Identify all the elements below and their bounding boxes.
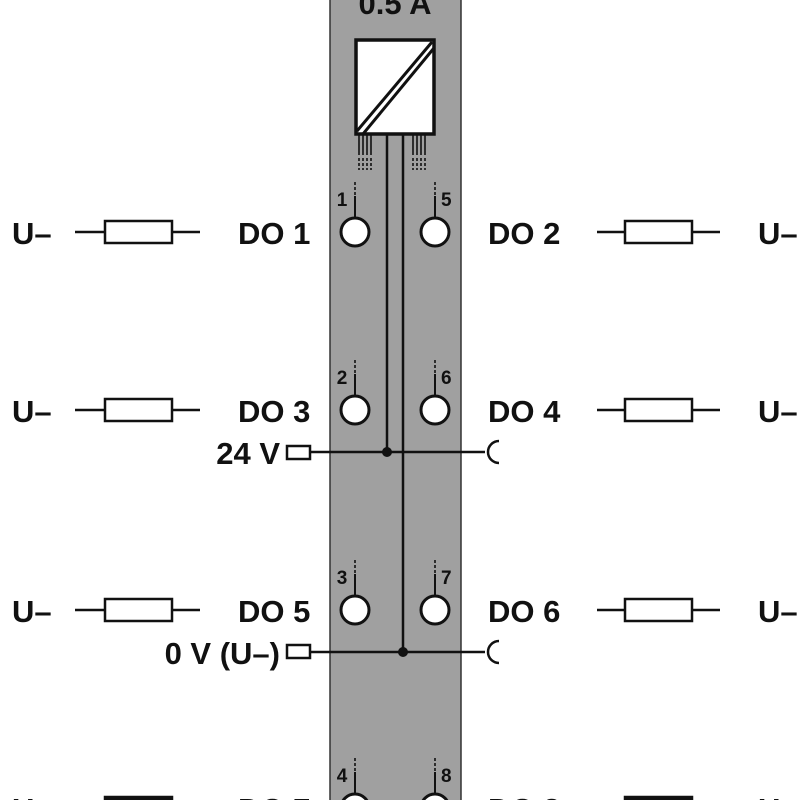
right-supply-label: U– <box>758 394 798 429</box>
optocoupler-icon <box>354 38 436 170</box>
left-terminal[interactable]: 4 <box>337 758 369 800</box>
left-load-resistor-icon <box>75 597 200 623</box>
left-supply-label: U– <box>12 792 52 800</box>
terminal-circle-icon <box>339 394 371 426</box>
supply-24v-label: 24 V <box>216 436 280 471</box>
left-load-resistor-icon <box>103 795 174 800</box>
jumper-0v-icon <box>486 639 500 665</box>
terminal-circle-icon <box>419 594 451 626</box>
pin-number: 2 <box>337 368 348 389</box>
terminal-circle-icon <box>339 216 371 248</box>
right-supply-label: U– <box>758 792 798 800</box>
left-output-label: DO 1 <box>238 216 310 251</box>
right-terminal[interactable]: 6 <box>419 360 452 426</box>
right-output-label: DO 2 <box>488 216 560 251</box>
left-terminal[interactable]: 2 <box>337 360 371 426</box>
left-load-resistor-icon <box>75 397 200 423</box>
left-output-label: DO 5 <box>238 594 310 629</box>
terminal-circle-icon <box>421 792 449 800</box>
pin-number: 4 <box>337 766 348 787</box>
pin-number: 8 <box>441 766 452 787</box>
right-supply-label: U– <box>758 594 798 629</box>
left-terminal[interactable]: 3 <box>337 560 371 626</box>
output-row: U– U– DO 5 DO 6 3 7 <box>12 560 798 629</box>
connector-0v-icon <box>285 643 312 660</box>
right-load-resistor-icon <box>597 219 720 245</box>
terminal-circle-icon <box>339 594 371 626</box>
right-output-label: DO 8 <box>488 792 560 800</box>
right-supply-label: U– <box>758 216 798 251</box>
module-title: 0.5 A <box>359 0 432 21</box>
left-supply-label: U– <box>12 394 52 429</box>
left-terminal[interactable]: 1 <box>337 182 371 248</box>
right-output-label: DO 4 <box>488 394 561 429</box>
right-load-resistor-icon <box>597 397 720 423</box>
supply-0v-label: 0 V (U–) <box>165 636 280 671</box>
pin-number: 7 <box>441 568 452 589</box>
right-terminal[interactable]: 5 <box>419 182 452 248</box>
terminal-circle-icon <box>419 394 451 426</box>
output-row: U– U– DO 1 DO 2 1 5 <box>12 182 798 251</box>
jumper-24v-icon <box>486 439 500 465</box>
right-terminal[interactable]: 8 <box>421 758 452 800</box>
output-row: U– U– DO 3 DO 4 2 6 <box>12 360 798 429</box>
pin-number: 3 <box>337 568 348 589</box>
left-output-label: DO 3 <box>238 394 310 429</box>
terminal-circle-icon <box>341 792 369 800</box>
pin-number: 6 <box>441 368 452 389</box>
right-terminal[interactable]: 7 <box>419 560 452 626</box>
output-row: U– U– DO 7 DO 8 4 8 <box>12 758 798 800</box>
left-load-resistor-icon <box>75 219 200 245</box>
right-load-resistor-icon <box>623 795 694 800</box>
right-load-resistor-icon <box>597 597 720 623</box>
supply-24v: 24 V <box>216 436 500 471</box>
supply-0v: 0 V (U–) <box>165 636 500 671</box>
terminal-circle-icon <box>419 216 451 248</box>
right-output-label: DO 6 <box>488 594 560 629</box>
left-supply-label: U– <box>12 594 52 629</box>
left-supply-label: U– <box>12 216 52 251</box>
pin-number: 5 <box>441 190 452 211</box>
pin-number: 1 <box>337 190 348 211</box>
connector-24v-icon <box>285 444 312 461</box>
left-output-label: DO 7 <box>238 792 310 800</box>
